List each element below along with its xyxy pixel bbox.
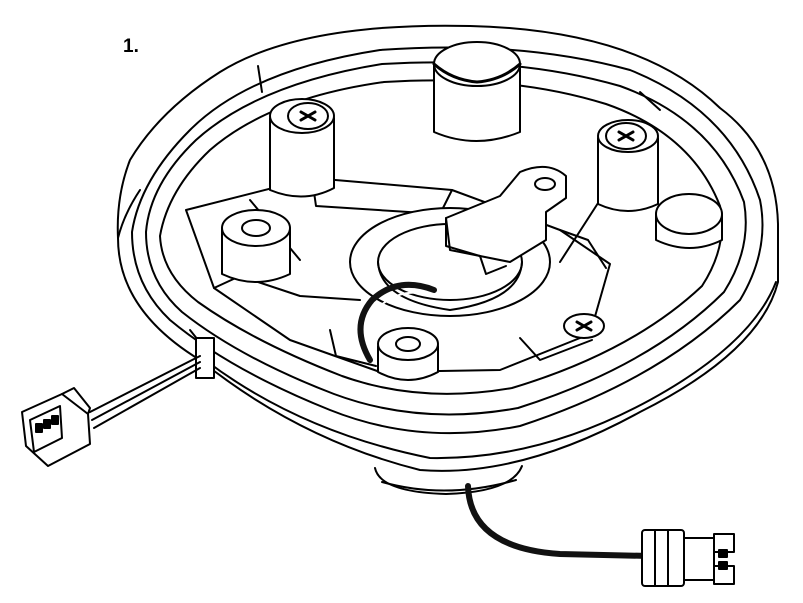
right-cylinder [655,193,723,249]
left-cable [89,337,215,429]
left-screw-post [269,98,335,198]
right-cable [465,483,653,559]
latch-lever [445,165,567,275]
front-boss [377,327,439,381]
left-boss [221,209,291,283]
right-screw-post [597,119,659,212]
wire-loop [357,281,437,363]
front-screw [563,313,605,339]
bottom-hub [374,465,523,495]
left-connector [21,387,91,467]
tall-post [432,41,522,142]
right-connector [641,529,735,587]
step-number-label: 1. [123,36,139,57]
